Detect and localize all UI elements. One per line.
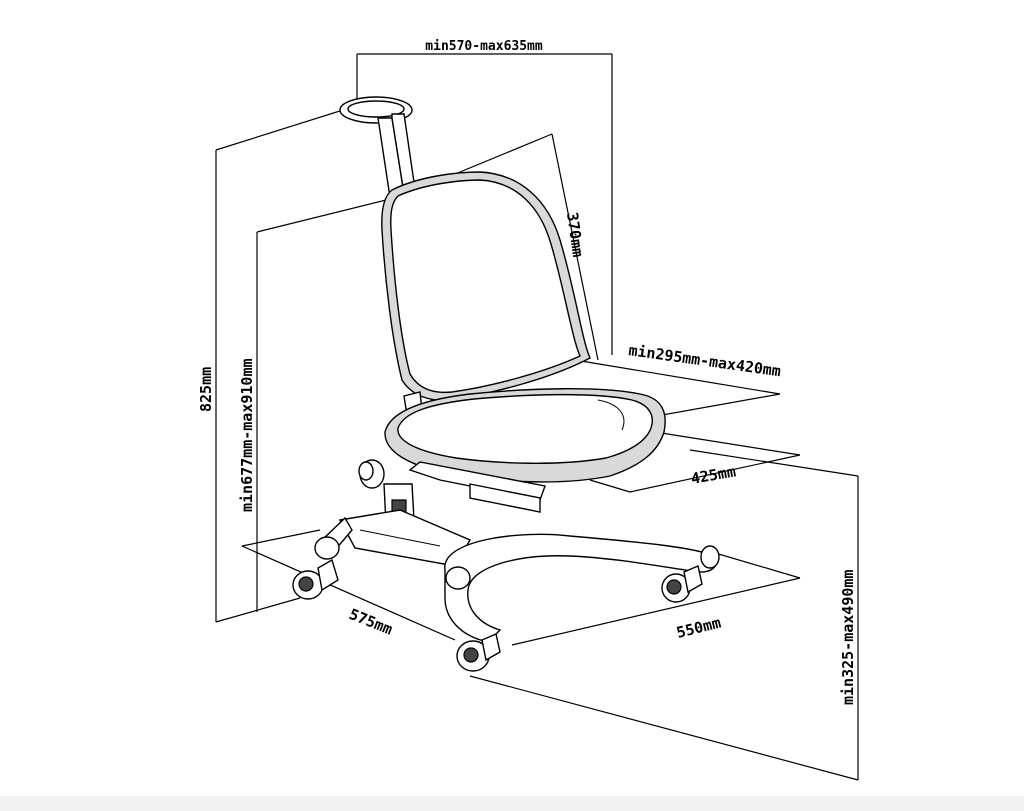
front-left-leg-cap: [314, 536, 340, 560]
seat-width-ext-right: [654, 431, 801, 456]
base-depth-ext-top: [241, 529, 321, 547]
base-width-line: [511, 577, 801, 646]
seat-rail: [469, 483, 541, 513]
adjust-knob-face: [358, 461, 374, 481]
seat-width-ext-left: [589, 479, 631, 493]
base-width-label: 550mm: [675, 613, 723, 641]
caster-front-left: [292, 558, 339, 600]
backrest-cushion: [390, 179, 581, 394]
chair: [292, 96, 720, 672]
top-width-label: min570-max635mm: [425, 39, 543, 54]
seat-cushion: [397, 393, 653, 464]
seat-width-label: 425mm: [690, 462, 738, 488]
base-depth-line: [241, 545, 456, 641]
handle-inner: [347, 100, 405, 118]
backrest-height-label: min677mm-max910mm: [238, 358, 256, 512]
seat-contour: [597, 399, 625, 431]
base-width-ext-right: [704, 549, 801, 579]
back-height-label: 370mm: [563, 211, 587, 258]
backrest-height-ext-top: [256, 195, 403, 233]
seat-depth-label: min295mm-max420mm: [627, 341, 782, 380]
seat-height-ext-top: [689, 449, 859, 477]
seat-height-ext-bottom: [469, 675, 859, 781]
seat-depth-ext: [574, 359, 781, 395]
bottom-strip: [0, 796, 1024, 811]
seat-height-label: min325-max490mm: [839, 570, 857, 705]
caster-rear-right: [661, 565, 703, 603]
overall-height-ext-bottom: [215, 597, 301, 623]
rear-arc-base: [444, 533, 717, 643]
seat-mechanism: [408, 461, 546, 501]
seat-width-line: [629, 454, 801, 493]
caster-left-arc: [445, 566, 471, 590]
overall-height-ext-top: [215, 103, 363, 151]
back-height-line: [551, 133, 599, 361]
base-plate-line: [359, 529, 441, 547]
rear-arc-end: [700, 545, 720, 569]
caster-front-center: [456, 633, 501, 672]
overall-height-label: 825mm: [197, 367, 215, 412]
